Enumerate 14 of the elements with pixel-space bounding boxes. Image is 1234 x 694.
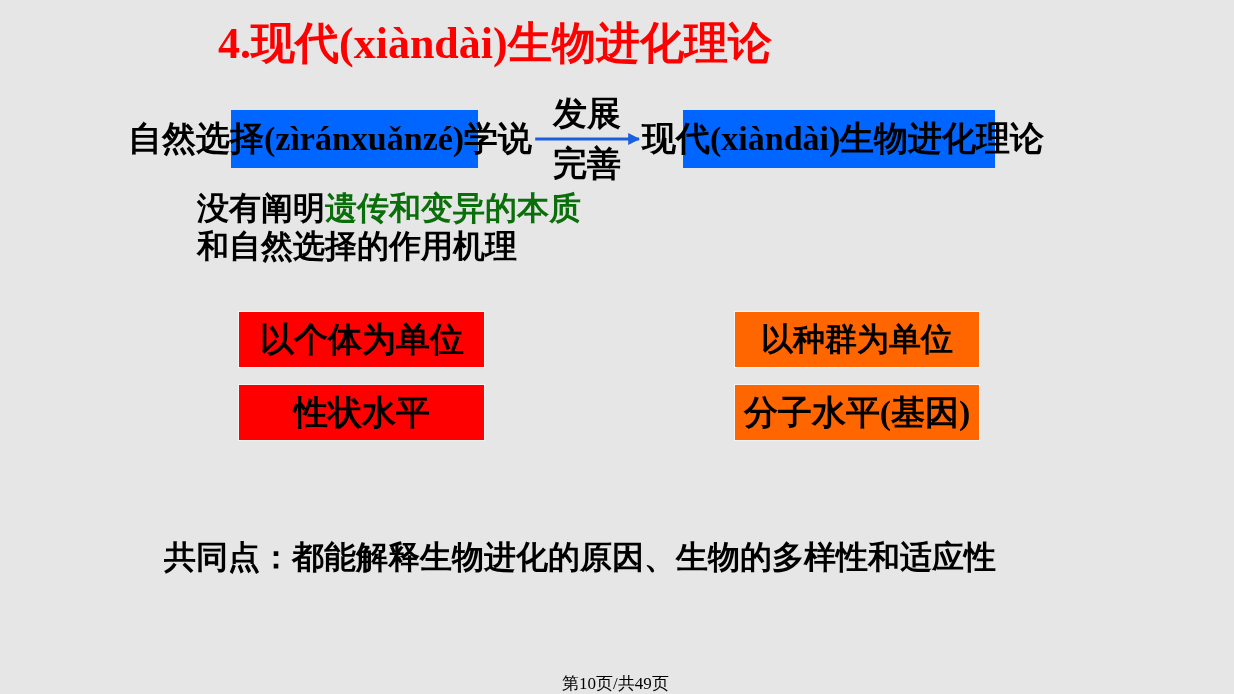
note-text: 没有阐明遗传和变异的本质和自然选择的作用机理 [197, 189, 581, 265]
box-text: 以个体为单位 [259, 319, 464, 360]
box-text: 分子水平(基因) [743, 392, 971, 433]
arrow [535, 133, 641, 145]
category-box [238, 311, 485, 368]
page-number: 第10页/共49页 [562, 673, 669, 694]
box-text: 性状水平 [293, 392, 430, 433]
category-box [734, 384, 980, 441]
category-box [734, 311, 980, 368]
edge-label: 发展完善 [553, 94, 622, 184]
box-text: 以种群为单位 [761, 319, 953, 359]
slide-title: 4.现代(xiàndài)生物进化理论 [218, 18, 772, 70]
category-box [238, 384, 485, 441]
summary-text: 共同点：都能解释生物进化的原因、生物的多样性和适应性 [164, 538, 996, 577]
